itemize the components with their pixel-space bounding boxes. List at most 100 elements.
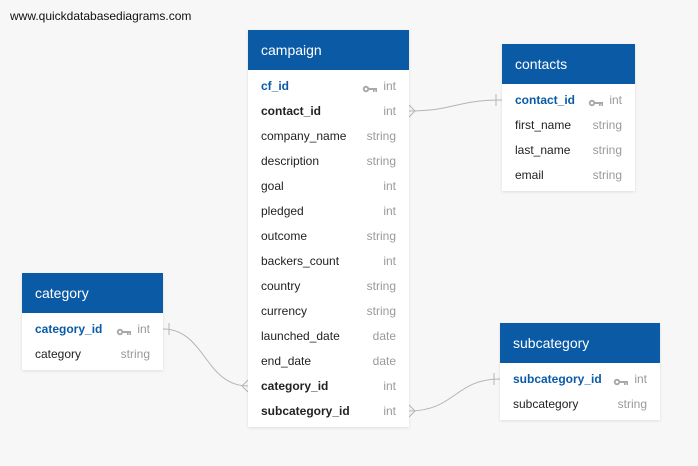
table-header-subcategory[interactable]: subcategory [500, 323, 660, 363]
relation-subcategory [408, 378, 501, 412]
table-header-campaign[interactable]: campaign [248, 30, 409, 70]
column-type: string [593, 143, 622, 157]
column-name: launched_date [261, 328, 340, 343]
column-type: int [383, 254, 396, 268]
column-row-contact-id[interactable]: contact_id int [248, 98, 409, 123]
column-type-label: string [366, 153, 396, 168]
table-header-category[interactable]: category [22, 273, 163, 313]
column-type: int [362, 79, 396, 93]
column-type-label: int [609, 92, 622, 107]
column-type-label: date [372, 328, 396, 343]
column-name: contact_id [261, 103, 322, 118]
column-name: pledged [261, 203, 304, 218]
column-type: int [383, 104, 396, 118]
primary-key-icon [613, 375, 629, 385]
column-type: int [383, 404, 396, 418]
column-type: string [367, 229, 396, 243]
crowfoot-subcategory [408, 404, 416, 418]
column-name: category_id [261, 378, 329, 393]
column-row-country[interactable]: country string [248, 273, 409, 298]
column-row-launched-date[interactable]: launched_date date [248, 323, 409, 348]
column-type: string [593, 118, 622, 132]
column-name: company_name [261, 128, 347, 143]
column-type: int [383, 379, 396, 393]
primary-key-icon [116, 325, 132, 335]
column-name: subcategory [513, 396, 579, 411]
column-type: string [367, 304, 396, 318]
column-row-category-id[interactable]: category_id int [248, 373, 409, 398]
column-type: int [588, 93, 622, 107]
column-type-label: string [366, 303, 396, 318]
relation-contact [408, 99, 503, 112]
column-name: goal [261, 178, 284, 193]
column-type: int [116, 322, 150, 336]
column-row-category-id[interactable]: category_id int [22, 316, 163, 341]
column-row-goal[interactable]: goal int [248, 173, 409, 198]
column-row-pledged[interactable]: pledged int [248, 198, 409, 223]
column-name: category_id [35, 321, 103, 336]
column-name: last_name [515, 142, 571, 157]
watermark: www.quickdatabasediagrams.com [10, 9, 192, 23]
column-type: string [618, 397, 647, 411]
column-name: first_name [515, 117, 572, 132]
column-name: subcategory_id [261, 403, 350, 418]
column-row-contact-id[interactable]: contact_id int [502, 87, 635, 112]
column-name: description [261, 153, 320, 168]
column-row-first-name[interactable]: first_name string [502, 112, 635, 137]
column-row-cf-id[interactable]: cf_id int [248, 73, 409, 98]
column-type: string [367, 129, 396, 143]
column-row-description[interactable]: description string [248, 148, 409, 173]
column-type: date [373, 354, 396, 368]
column-type: date [373, 329, 396, 343]
column-name: country [261, 278, 301, 293]
column-row-subcategory[interactable]: subcategory string [500, 391, 660, 416]
table-header-contacts[interactable]: contacts [502, 44, 635, 84]
column-name: cf_id [261, 78, 290, 93]
column-type-label: date [372, 353, 396, 368]
column-type: string [593, 168, 622, 182]
column-type-label: string [592, 117, 622, 132]
column-row-subcategory-id[interactable]: subcategory_id int [248, 398, 409, 423]
column-type-label: string [366, 228, 396, 243]
column-type-label: int [383, 103, 396, 118]
column-type-label: int [383, 253, 396, 268]
column-type: int [383, 204, 396, 218]
column-type-label: int [137, 321, 150, 336]
column-name: email [515, 167, 544, 182]
primary-key-icon [588, 96, 604, 106]
column-name: end_date [261, 353, 312, 368]
column-type-label: string [592, 142, 622, 157]
column-type-label: string [366, 128, 396, 143]
column-row-currency[interactable]: currency string [248, 298, 409, 323]
column-name: category [35, 346, 82, 361]
column-row-end-date[interactable]: end_date date [248, 348, 409, 373]
column-type: int [383, 179, 396, 193]
column-name: outcome [261, 228, 308, 243]
column-row-backers-count[interactable]: backers_count int [248, 248, 409, 273]
column-type-label: string [366, 278, 396, 293]
column-name: contact_id [515, 92, 576, 107]
column-type-label: int [383, 203, 396, 218]
column-type: string [367, 154, 396, 168]
column-row-email[interactable]: email string [502, 162, 635, 187]
column-name: currency [261, 303, 308, 318]
column-type: string [367, 279, 396, 293]
column-row-company-name[interactable]: company_name string [248, 123, 409, 148]
crowfoot-contact [408, 104, 416, 118]
column-row-last-name[interactable]: last_name string [502, 137, 635, 162]
column-row-outcome[interactable]: outcome string [248, 223, 409, 248]
column-type-label: int [634, 371, 647, 386]
column-name: backers_count [261, 253, 340, 268]
column-type-label: int [383, 78, 396, 93]
primary-key-icon [362, 82, 378, 92]
